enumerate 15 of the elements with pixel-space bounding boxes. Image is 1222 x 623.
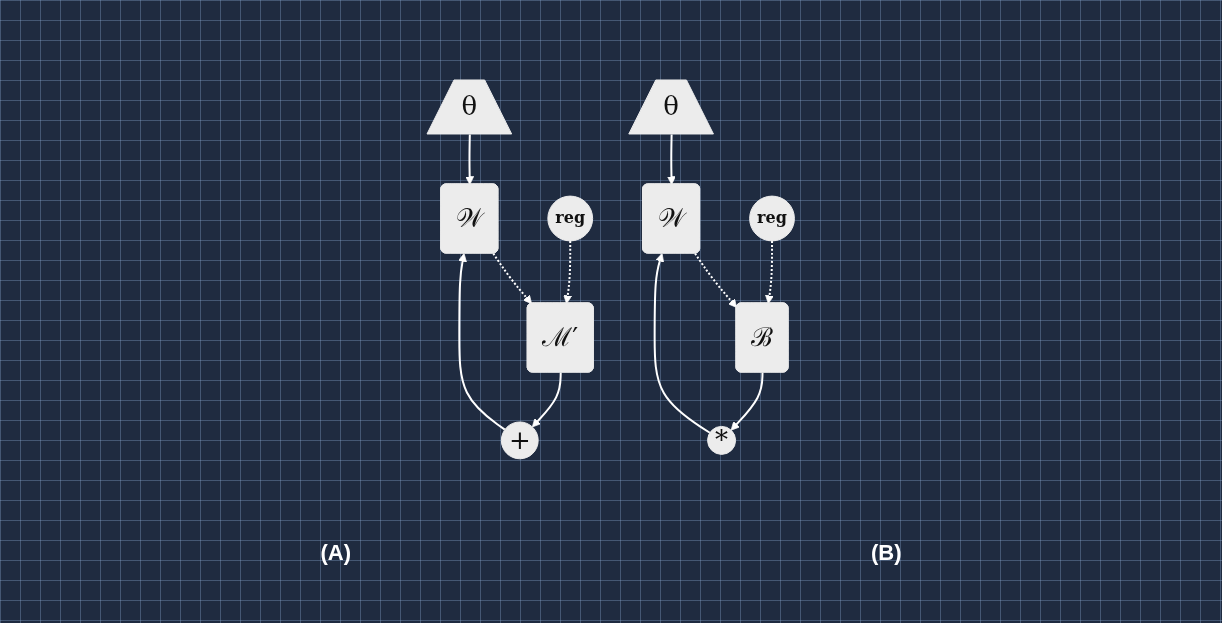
node-circle: reg <box>749 195 796 242</box>
panel-label: (A) <box>320 540 351 566</box>
node-circle: + <box>501 421 539 460</box>
node-circle: reg <box>547 195 594 242</box>
arrow <box>667 133 677 185</box>
node-circle: * <box>707 425 737 455</box>
panel-label: (B) <box>871 540 902 566</box>
arrow <box>765 239 775 304</box>
arrow <box>465 133 475 185</box>
arrow <box>731 371 764 431</box>
arrow <box>458 253 507 431</box>
arrow <box>694 252 738 308</box>
arrow <box>653 253 712 434</box>
arrow <box>563 239 573 304</box>
arrow <box>532 371 562 428</box>
